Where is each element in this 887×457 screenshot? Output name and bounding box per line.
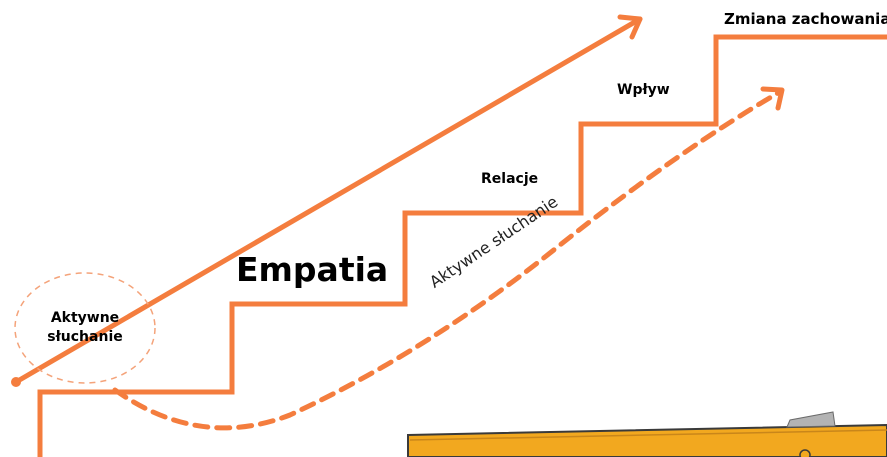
staircase-line <box>37 34 887 457</box>
machine-bolt <box>799 449 811 457</box>
machine-body <box>407 423 887 457</box>
arrow-up-right-icon <box>617 14 643 40</box>
dot-icon <box>11 377 21 387</box>
dashed-arrow-up-right-icon <box>760 86 785 111</box>
dashed-curve <box>112 90 781 431</box>
step-label-wplyw: Wpływ <box>617 82 670 98</box>
step-label-aktywne-sluchanie: Aktywne słuchanie <box>47 310 123 345</box>
solid-arrow-line <box>13 16 643 385</box>
step-label-zmiana-zachowania: Zmiana zachowania <box>724 10 887 28</box>
step-label-empatia: Empatia <box>236 250 389 289</box>
machine-gray-part <box>786 411 836 428</box>
dashed-circle <box>14 272 156 384</box>
step-label-relacje: Relacje <box>481 171 539 187</box>
machine-edge <box>409 429 887 441</box>
